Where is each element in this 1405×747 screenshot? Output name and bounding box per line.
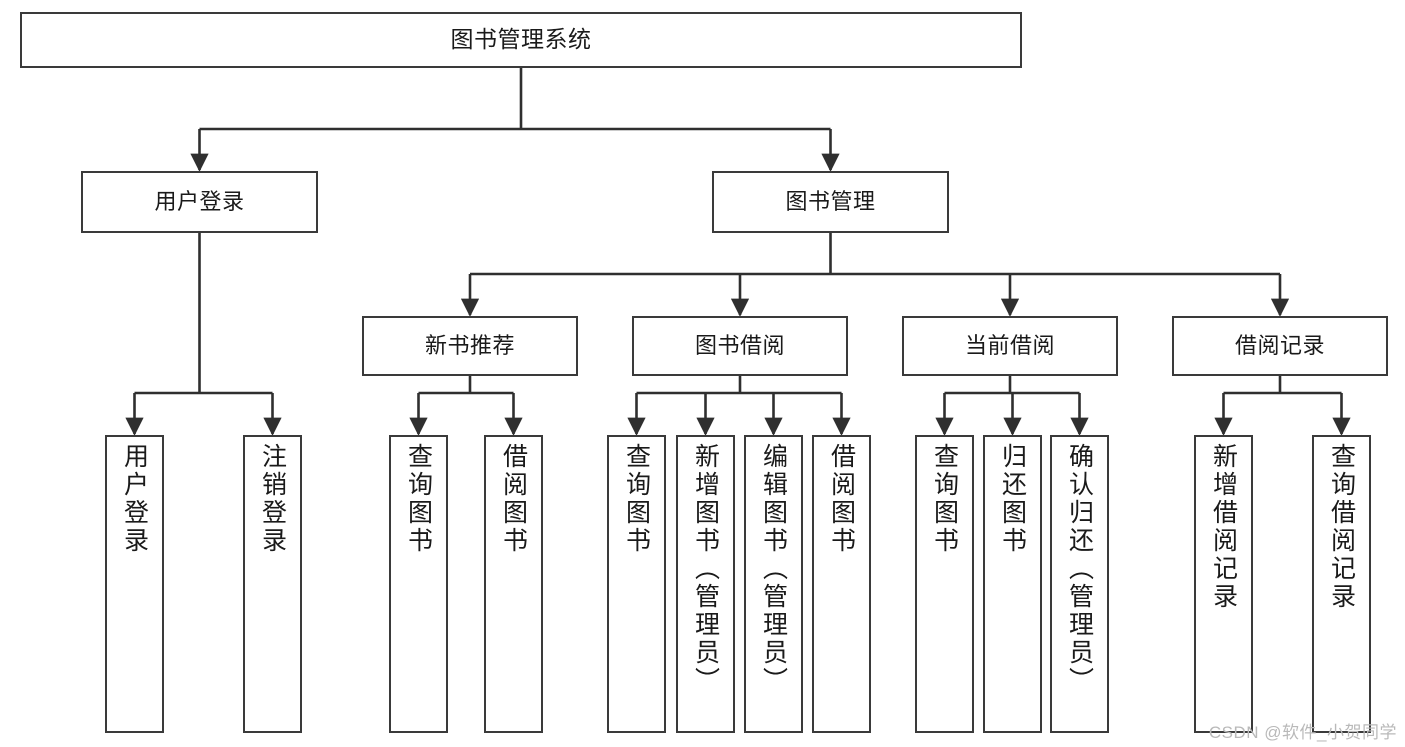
node-current-borrow[interactable]: 当前借阅 [902,316,1118,376]
node-label: 编辑图书（管理员） [759,443,788,695]
node-label: 借阅图书 [499,443,528,555]
node-label: 确认归还（管理员） [1065,443,1094,695]
node-root[interactable]: 图书管理系统 [20,12,1022,68]
node-label: 当前借阅 [964,332,1055,358]
edge-bus [199,68,831,131]
node-borrow-record[interactable]: 借阅记录 [1172,316,1388,376]
node-new-book-rec[interactable]: 新书推荐 [362,316,578,376]
edge-bus [944,376,1080,395]
node-label: 查询图书 [622,443,651,555]
node-book-manage[interactable]: 图书管理 [712,171,949,233]
node-leaf-rec-borrow[interactable]: 借阅图书 [484,435,543,733]
node-leaf-bb-add[interactable]: 新增图书（管理员） [676,435,735,733]
node-leaf-user-login[interactable]: 用户登录 [105,435,164,733]
edge-bus [470,233,1280,276]
node-label: 图书管理 [785,188,876,214]
node-leaf-bb-edit[interactable]: 编辑图书（管理员） [744,435,803,733]
node-label: 新增借阅记录 [1209,443,1238,611]
node-leaf-user-logout[interactable]: 注销登录 [243,435,302,733]
node-label: 用户登录 [154,188,245,214]
node-leaf-bb-borrow[interactable]: 借阅图书 [812,435,871,733]
node-label: 注销登录 [258,443,287,555]
node-leaf-br-query[interactable]: 查询借阅记录 [1312,435,1371,733]
node-leaf-rec-query[interactable]: 查询图书 [389,435,448,733]
node-label: 查询借阅记录 [1327,443,1356,611]
node-leaf-br-add[interactable]: 新增借阅记录 [1194,435,1253,733]
node-label: 图书管理系统 [450,26,592,53]
node-label: 归还图书 [998,443,1027,555]
node-label: 借阅记录 [1234,332,1325,358]
node-leaf-cb-return[interactable]: 归还图书 [983,435,1042,733]
node-leaf-cb-query[interactable]: 查询图书 [915,435,974,733]
node-label: 借阅图书 [827,443,856,555]
node-user-login[interactable]: 用户登录 [81,171,318,233]
node-label: 查询图书 [404,443,433,555]
node-label: 用户登录 [120,443,149,555]
node-label: 新增图书（管理员） [691,443,720,695]
edge-bus [134,233,273,395]
node-label: 图书借阅 [694,332,785,358]
watermark: CSDN @软件_小贺同学 [1208,723,1397,742]
node-label: 查询图书 [930,443,959,555]
node-leaf-cb-confirm[interactable]: 确认归还（管理员） [1050,435,1109,733]
node-label: 新书推荐 [424,332,515,358]
node-leaf-bb-query[interactable]: 查询图书 [607,435,666,733]
node-book-borrow[interactable]: 图书借阅 [632,316,848,376]
edge-bus [636,376,842,395]
edge-bus [1223,376,1342,395]
edge-bus [418,376,514,395]
